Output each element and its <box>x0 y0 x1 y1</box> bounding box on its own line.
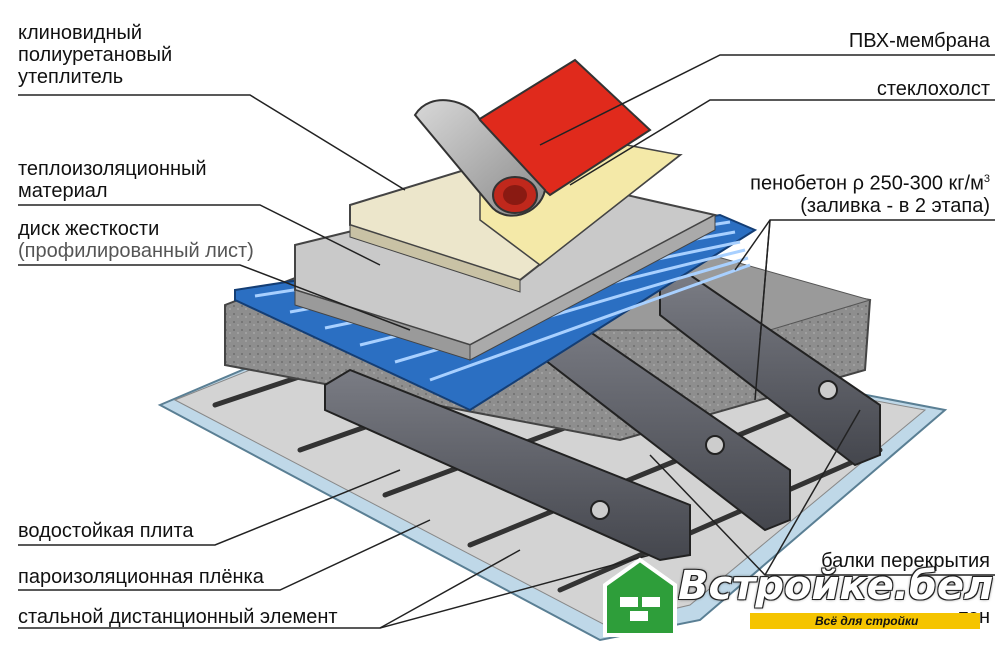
label-foam-concrete-sup: 3 <box>983 173 990 185</box>
label-pvc-membrane-text: ПВХ-мембрана <box>848 30 990 52</box>
label-steel-spacer: стальной дистанционный элемент <box>18 606 338 628</box>
label-profiled-sheet-text: (профилированный лист) <box>18 240 254 262</box>
label-thermal-insulation-line2: материал <box>18 180 108 202</box>
label-waterproof-board: водостойкая плита <box>18 520 194 542</box>
label-foam-concrete-text: пенобетон ρ 250-300 кг/м <box>750 172 984 195</box>
label-wedge-insulation: клиновидный полиуретановый утеплитель <box>18 22 172 88</box>
brick-house-icon <box>603 557 677 637</box>
label-steel-spacer-text: стальной дистанционный элемент <box>18 606 338 628</box>
membrane-roll <box>413 99 547 217</box>
label-foam-concrete-note: (заливка - в 2 этапа) <box>800 194 990 217</box>
label-glass-fiber: стеклохолст <box>877 78 990 100</box>
label-vapor-film-text: пароизоляционная плёнка <box>18 566 264 588</box>
label-glass-fiber-text: стеклохолст <box>876 78 990 100</box>
floor-beams <box>324 273 881 562</box>
label-floor-beams-text: балки перекрытия <box>821 550 990 572</box>
logo-tagline-bar <box>750 613 980 629</box>
label-foam-concrete: пенобетон ρ 250-300 кг/м3 (заливка - в 2… <box>750 168 990 217</box>
label-wedge-insulation-line1: клиновидный <box>18 22 143 44</box>
leader-lines <box>18 54 995 629</box>
site-logo[interactable]: Встройке.бел Всё для стройки <box>600 555 995 645</box>
label-wedge-insulation-line2: полиуретановый <box>18 44 173 66</box>
label-waterproof-board-text: водостойкая плита <box>18 520 194 542</box>
label-thermal-insulation-line1: теплоизоляционный <box>18 158 207 180</box>
label-wedge-insulation-line3: утеплитель <box>18 66 124 88</box>
label-stiffness-disk: диск жесткости (профилированный лист) <box>18 218 254 262</box>
label-thermal-insulation: теплоизоляционный материал <box>18 158 207 202</box>
label-vapor-film: пароизоляционная плёнка <box>18 566 264 588</box>
label-stiffness-disk-text: диск жесткости <box>18 218 160 240</box>
label-pvc-membrane: ПВХ-мембрана <box>849 30 990 52</box>
logo-name: Встройке.бел <box>678 563 994 609</box>
label-floor-beams: балки перекрытия <box>821 550 990 572</box>
logo-tagline: Всё для стройки <box>815 614 919 628</box>
